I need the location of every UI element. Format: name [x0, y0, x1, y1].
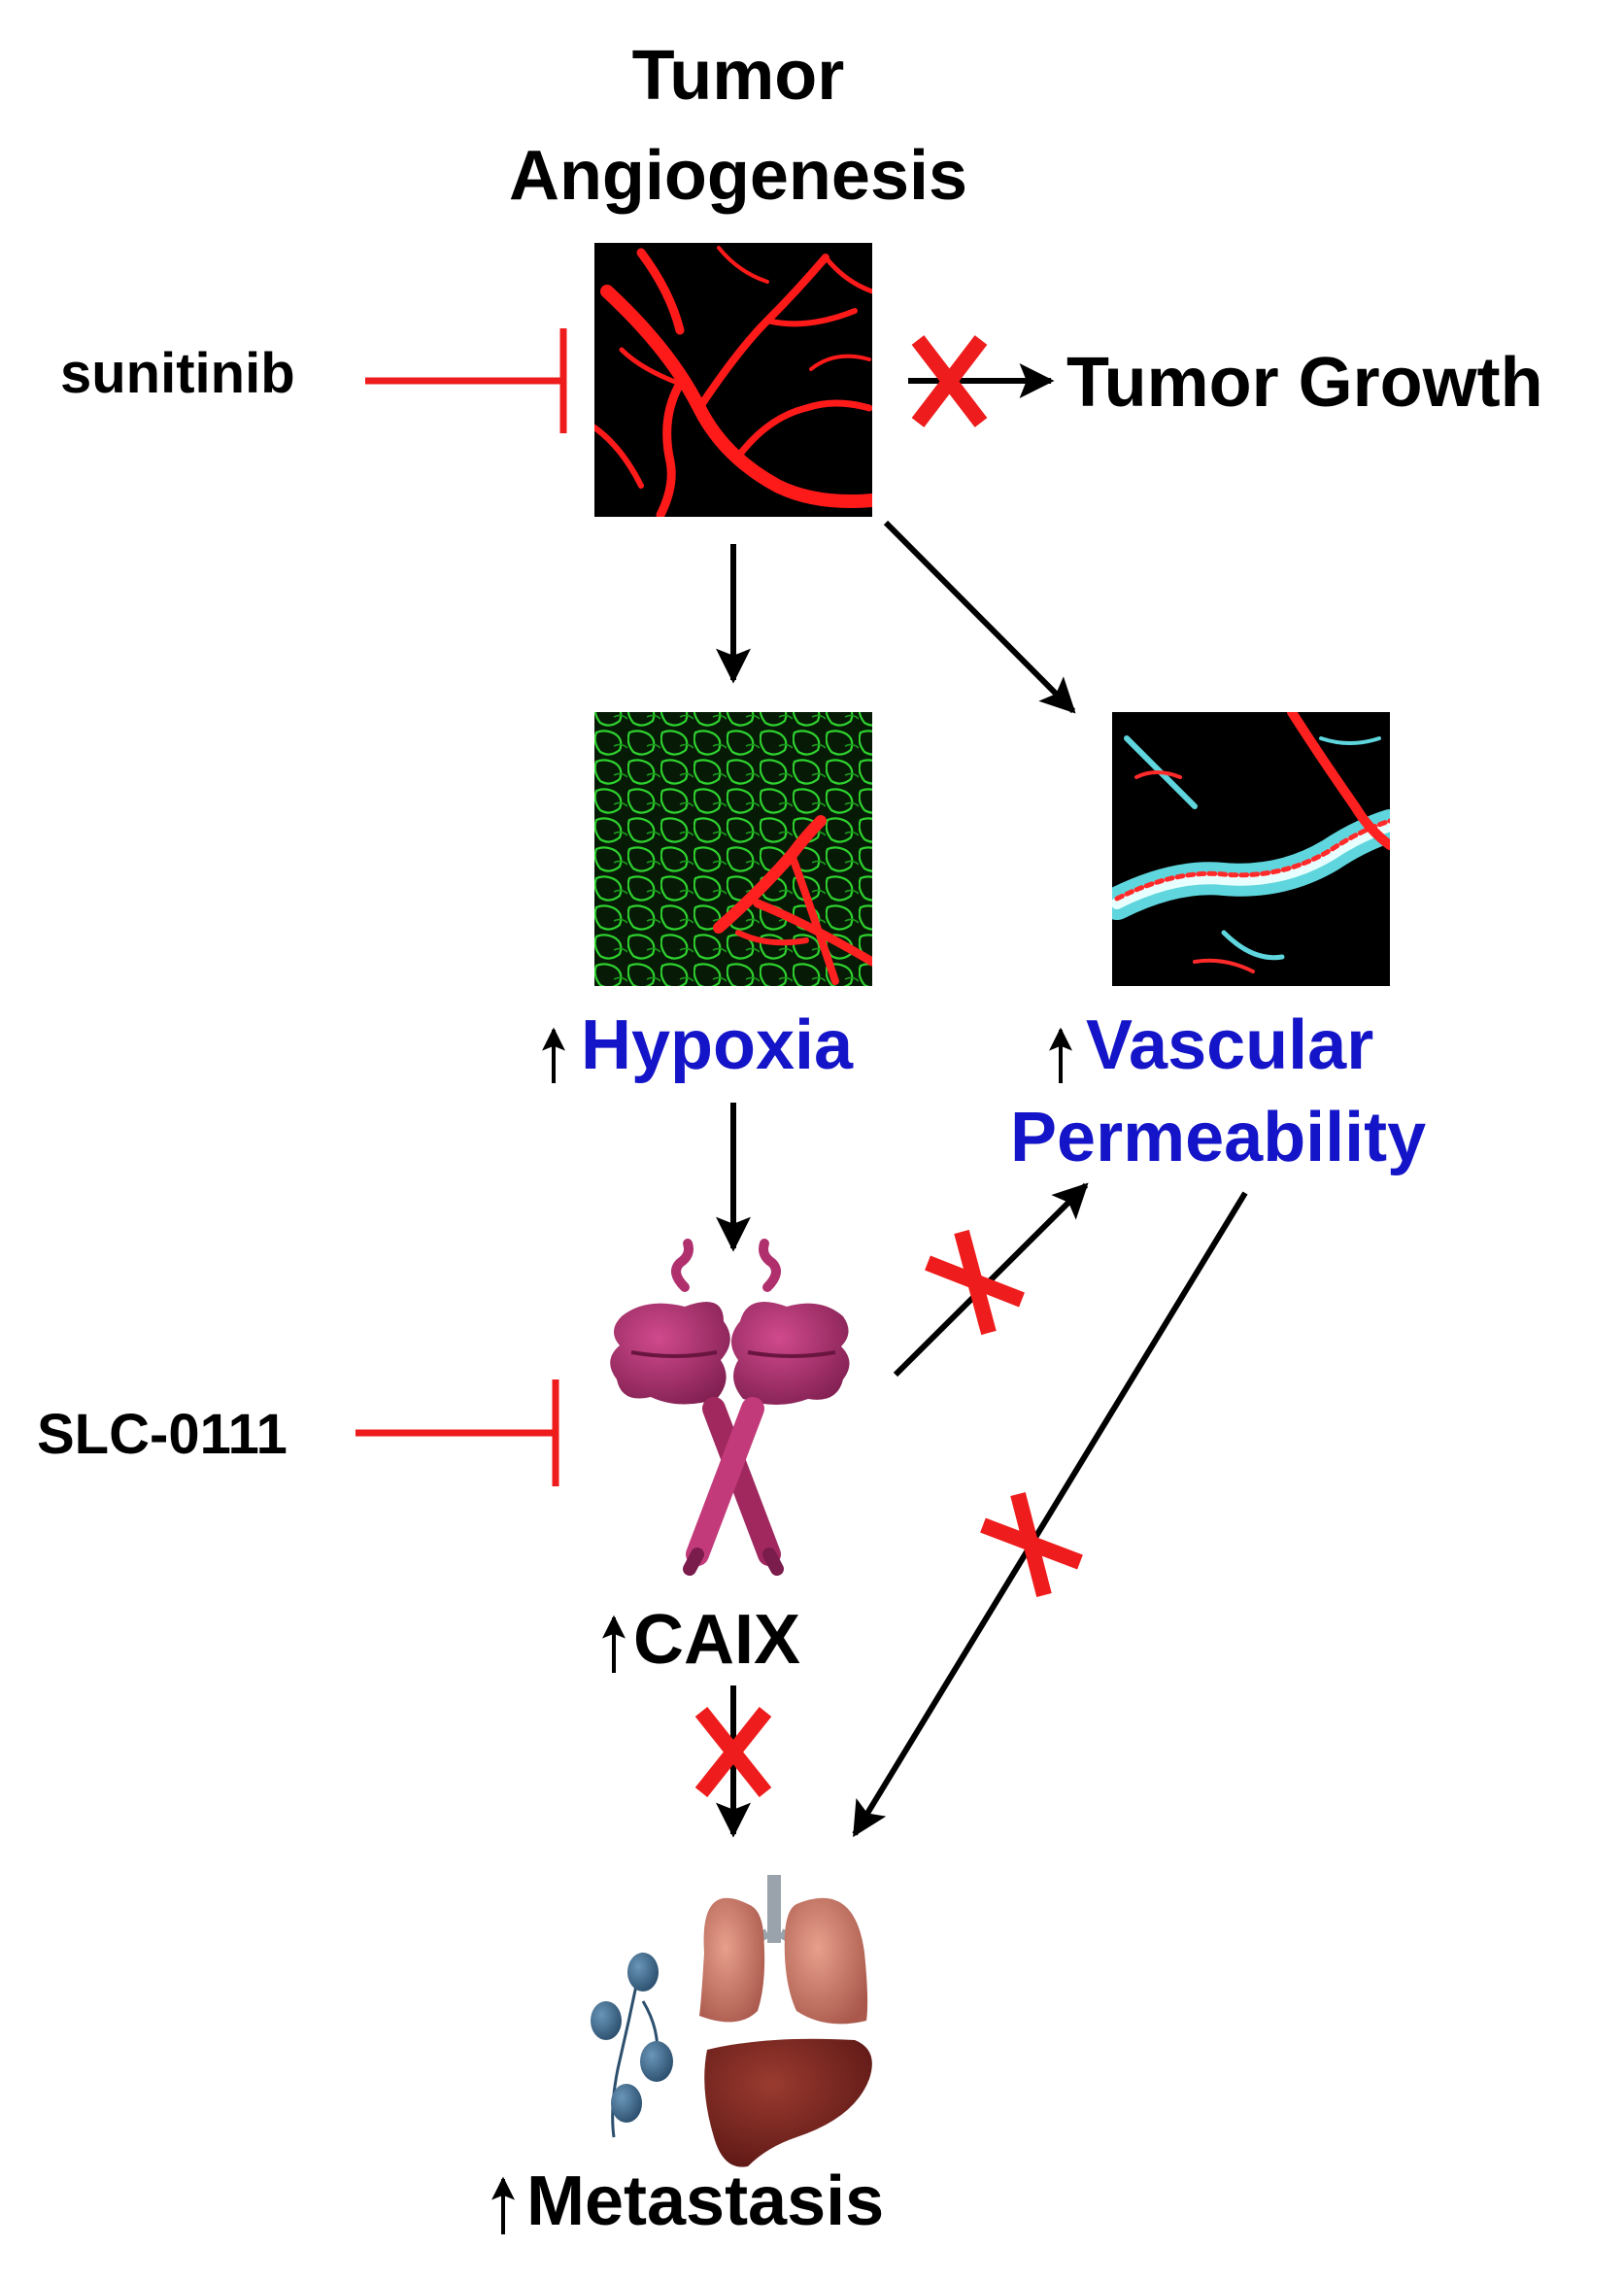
blocked-x-icon	[980, 1491, 1083, 1598]
caix-label: CAIX	[633, 1601, 800, 1679]
hypoxia-image	[594, 712, 872, 986]
organs-icon	[699, 1875, 872, 2167]
angiogenesis-image	[594, 243, 872, 517]
hypoxia-label: Hypoxia	[581, 1006, 854, 1084]
slc-0111-label: SLC-0111	[37, 1403, 288, 1466]
caix-protein-icon	[610, 1239, 850, 1576]
title-line-1: Tumor	[632, 37, 845, 115]
sunitinib-label: sunitinib	[60, 342, 295, 405]
blocked-x-icon	[925, 1229, 1025, 1336]
tumor-cells-icon	[591, 1952, 673, 2138]
arrow-permeability-to-metastasis	[852, 1191, 1248, 1838]
blocked-x-icon	[694, 1707, 772, 1797]
arrow-angiogenesis-to-permeability	[883, 520, 1076, 714]
vascular-permeability-image	[1112, 712, 1390, 986]
tumor-growth-label: Tumor Growth	[1066, 344, 1543, 422]
metastasis-label: Metastasis	[526, 2162, 884, 2240]
sunitinib-inhibition-bar	[365, 328, 567, 433]
permeability-label: Permeability	[1010, 1099, 1426, 1176]
blocked-x-icon	[911, 335, 988, 427]
title-line-2: Angiogenesis	[509, 137, 967, 215]
vascular-label: Vascular	[1086, 1006, 1373, 1084]
slc-0111-inhibition-bar	[355, 1379, 559, 1486]
